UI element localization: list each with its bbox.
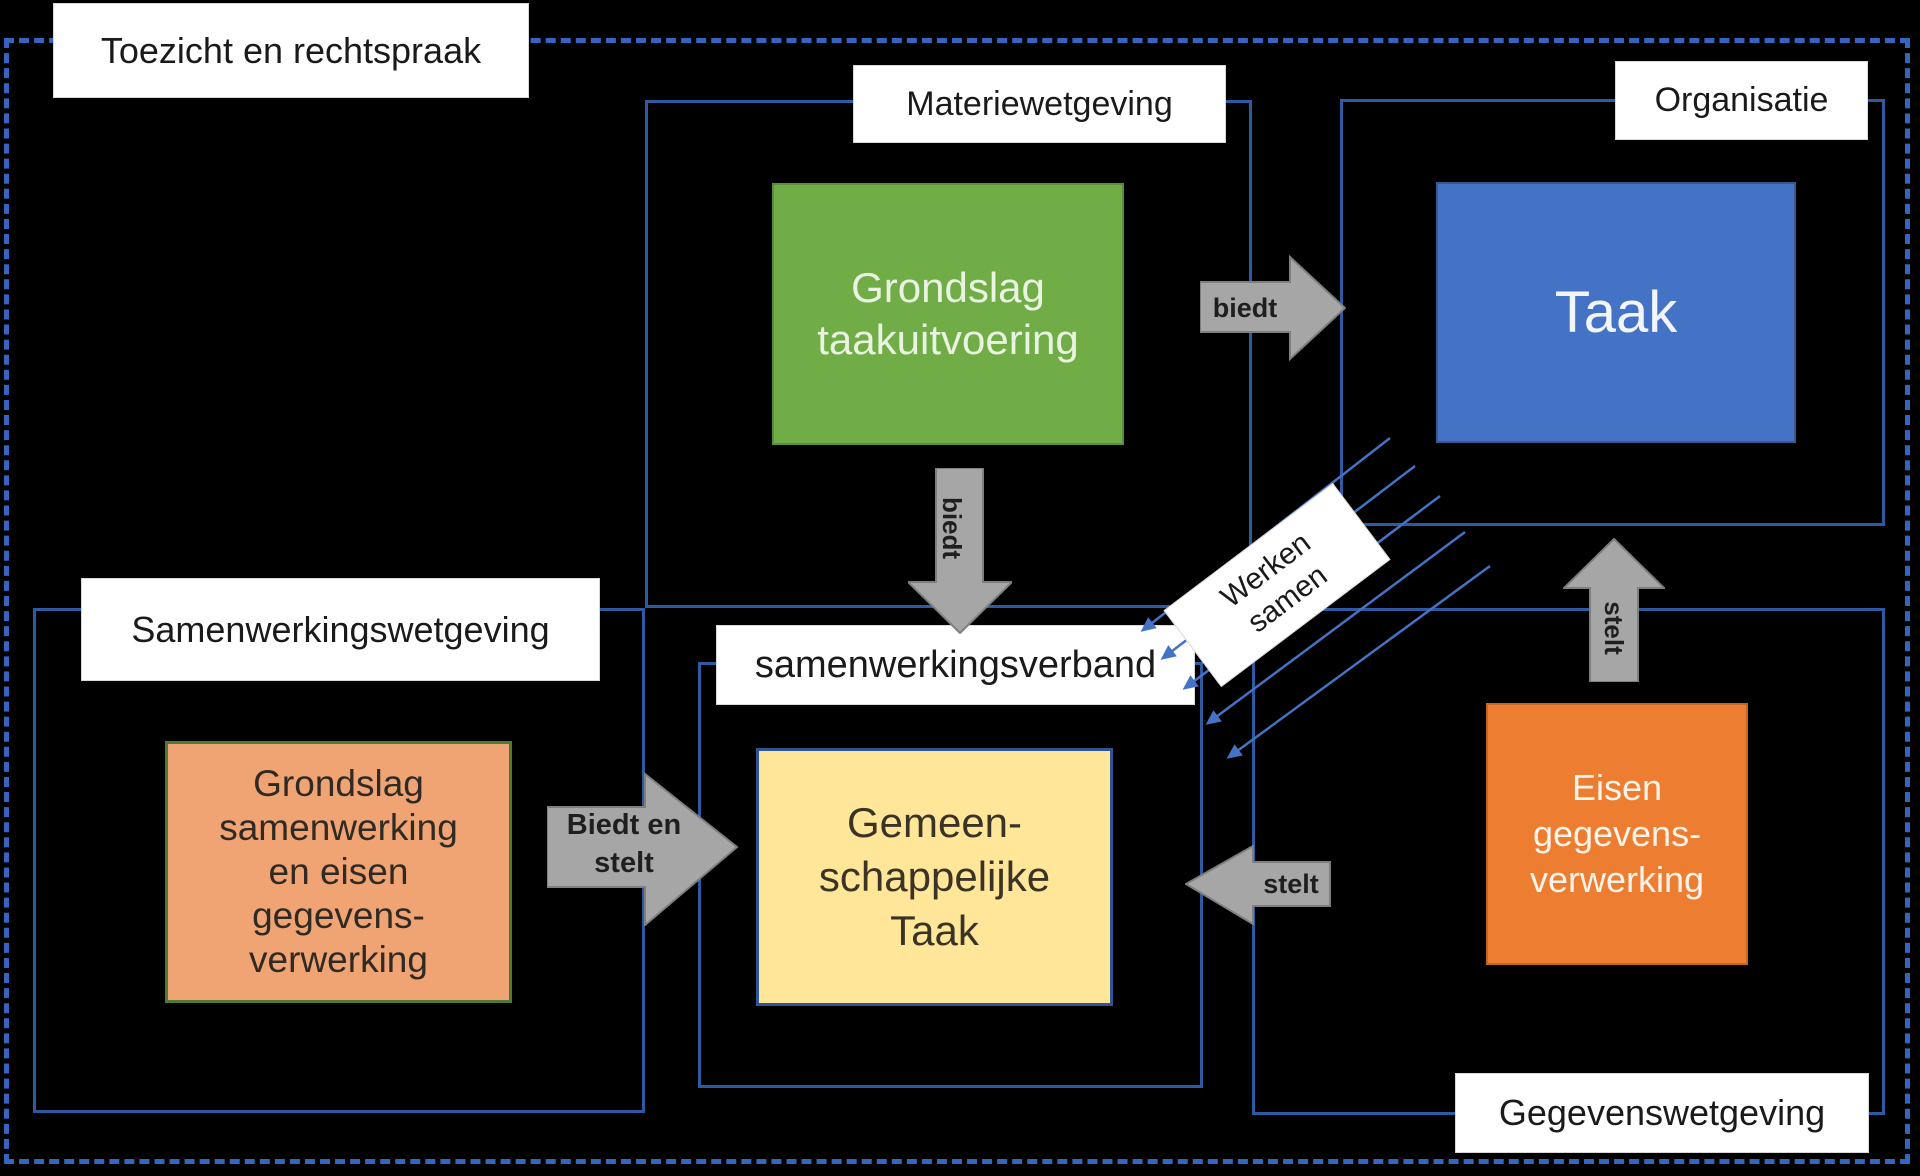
label-materiewetgeving: Materiewetgeving xyxy=(853,65,1226,143)
box-text-line: Eisen xyxy=(1571,767,1663,808)
box-text-line: verwerking xyxy=(249,939,428,980)
box-text-line: Grondslag xyxy=(253,763,424,804)
box-text-line: gegevens- xyxy=(252,895,425,936)
biedt-en-stelt-arrow-icon xyxy=(547,772,739,926)
toezicht-dashed-border xyxy=(4,38,1910,1164)
box-text-line: Taak xyxy=(890,907,979,954)
box-grondslag-samenwerking: Grondslag samenwerking en eisen gegevens… xyxy=(165,741,512,1003)
rotated-text: stelt xyxy=(1599,601,1630,655)
stelt-up-arrow-icon xyxy=(1563,538,1665,682)
label-samenwerkingswetgeving: Samenwerkingswetgeving xyxy=(81,578,600,681)
label-gegevenswetgeving: Gegevenswetgeving xyxy=(1455,1073,1869,1153)
label-samenwerkingsverband: samenwerkingsverband xyxy=(716,625,1195,705)
box-text-line: Grondslag xyxy=(851,264,1045,311)
label-organisatie: Organisatie xyxy=(1615,61,1868,140)
box-text-line: verwerking xyxy=(1529,859,1705,900)
label-toezicht-en-rechtspraak: Toezicht en rechtspraak xyxy=(53,3,529,98)
stelt-left-arrow-label: stelt xyxy=(1263,869,1319,899)
box-text-line: schappelijke xyxy=(818,853,1051,900)
box-taak: Taak xyxy=(1436,182,1796,443)
box-text-line: en eisen xyxy=(268,851,409,892)
biedt-en-stelt-arrow-label: Biedt en stelt xyxy=(548,798,700,890)
box-eisen-gegevensverwerking: Eisen gegevens- verwerking xyxy=(1486,703,1748,965)
box-grondslag-taakuitvoering: Grondslag taakuitvoering xyxy=(772,183,1124,445)
box-text-line: Taak xyxy=(1554,280,1678,345)
box-text-line: Gemeen- xyxy=(846,799,1023,846)
label-line: Biedt en xyxy=(566,809,682,841)
label-line: stelt xyxy=(594,847,654,879)
biedt-down-arrow-icon xyxy=(908,468,1012,634)
box-text-line: samenwerking xyxy=(219,807,458,848)
rotated-text: biedt xyxy=(937,496,968,560)
box-text-line: gegevens- xyxy=(1532,813,1702,854)
biedt-right-arrow-icon xyxy=(1200,255,1346,361)
stelt-left-arrow-icon xyxy=(1185,845,1331,925)
box-text-line: taakuitvoering xyxy=(817,316,1079,363)
biedt-right-arrow-label: biedt xyxy=(1212,292,1278,323)
box-gemeenschappelijke-taak: Gemeen- schappelijke Taak xyxy=(756,748,1113,1006)
